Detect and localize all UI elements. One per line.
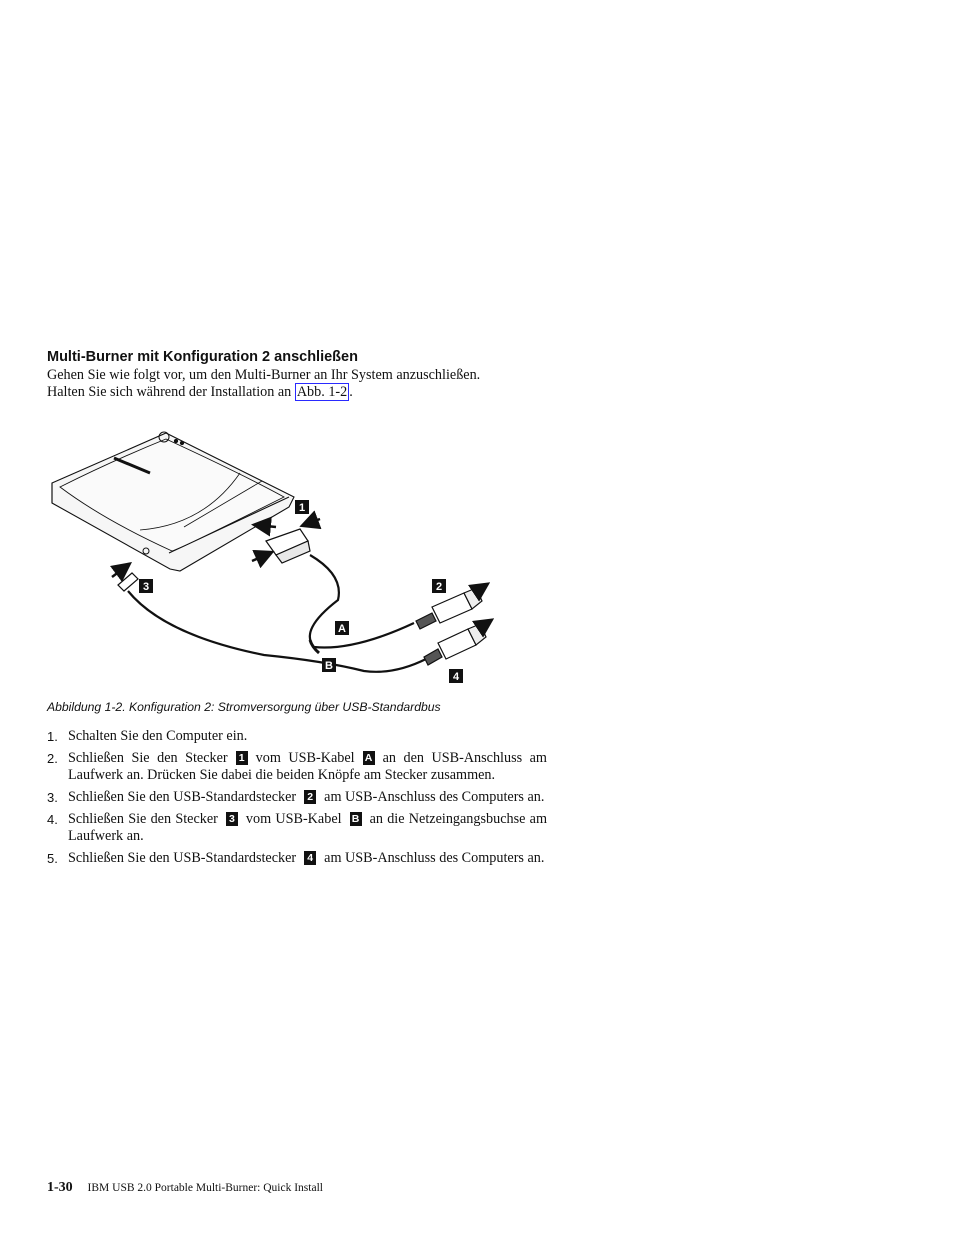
step-text: Schalten Sie den Computer ein. [68, 728, 248, 744]
callout-1: 1 [299, 502, 305, 514]
drive-connector-1 [265, 528, 311, 564]
figure-reference-link[interactable]: Abb. 1-2 [294, 383, 350, 401]
intro-line-2: Halten Sie sich während der Installation… [47, 383, 480, 401]
step-text: am USB-Anschluss des Computers an. [324, 850, 545, 866]
section-heading: Multi-Burner mit Konfiguration 2 anschli… [47, 349, 358, 365]
step-text: an den USB-Anschluss am Laufwerk an. Drü… [68, 750, 547, 783]
intro-paragraph: Gehen Sie wie folgt vor, um den Multi-Bu… [47, 367, 480, 401]
step-item: 5. Schließen Sie den USB-Standardstecker… [47, 850, 547, 867]
step-text: am USB-Anschluss des Computers an. [324, 789, 545, 805]
page-number: 1-30 [47, 1180, 73, 1195]
push-arrows [251, 510, 322, 569]
step-number: 3. [47, 790, 58, 805]
connection-figure: 1 2 3 A B 4 [44, 425, 504, 690]
figure-caption: Abbildung 1-2. Konfiguration 2: Stromver… [47, 700, 441, 714]
intro-line-2-text: Halten Sie sich während der Installation… [47, 384, 292, 400]
callout-badge: 2 [304, 790, 317, 804]
callout-A: A [338, 623, 346, 635]
step-text: an die Netzeingangsbuchse am Laufwerk an… [68, 811, 547, 844]
step-item: 3. Schließen Sie den USB-Standardstecker… [47, 789, 547, 806]
callout-B: B [325, 660, 333, 672]
document-title: IBM USB 2.0 Portable Multi-Burner: Quick… [87, 1182, 323, 1194]
step-number: 4. [47, 812, 58, 827]
step-text: vom USB-Kabel [245, 811, 342, 827]
intro-line-1: Gehen Sie wie folgt vor, um den Multi-Bu… [47, 367, 481, 383]
step-text: Schließen Sie den USB-Standardstecker [68, 789, 297, 805]
page-footer: 1-30 IBM USB 2.0 Portable Multi-Burner: … [47, 1180, 323, 1196]
power-plug-3 [110, 562, 139, 592]
callout-3: 3 [143, 581, 149, 593]
usb-plug-4 [423, 618, 495, 666]
multi-burner-drive [51, 431, 295, 572]
step-text: Schließen Sie den Stecker [68, 750, 228, 766]
step-number: 1. [47, 729, 58, 744]
step-number: 5. [47, 851, 58, 866]
drive-illustration: 1 2 3 A B 4 [51, 431, 495, 683]
callout-2: 2 [436, 581, 442, 593]
step-text: Schließen Sie den USB-Standardstecker [68, 850, 297, 866]
step-item: 1. Schalten Sie den Computer ein. [47, 728, 547, 745]
step-item: 2. Schließen Sie den Stecker 1 vom USB-Kab… [47, 750, 547, 784]
installation-steps: 1. Schalten Sie den Computer ein. 2. Sch… [47, 728, 547, 872]
callout-badge: B [349, 812, 362, 826]
usb-plug-2 [415, 582, 491, 630]
step-item: 4. Schließen Sie den Stecker 3 vom USB-Kab… [47, 811, 547, 845]
step-text: Schließen Sie den Stecker [68, 811, 218, 827]
step-text: vom USB-Kabel [255, 750, 355, 766]
callout-badge: 4 [304, 851, 317, 865]
callout-badge: A [362, 751, 375, 765]
usb-cables [127, 554, 427, 673]
step-number: 2. [47, 751, 58, 766]
callout-badge: 1 [235, 751, 248, 765]
callout-badge: 3 [225, 812, 238, 826]
intro-period: . [349, 384, 353, 400]
callout-4: 4 [453, 671, 460, 683]
